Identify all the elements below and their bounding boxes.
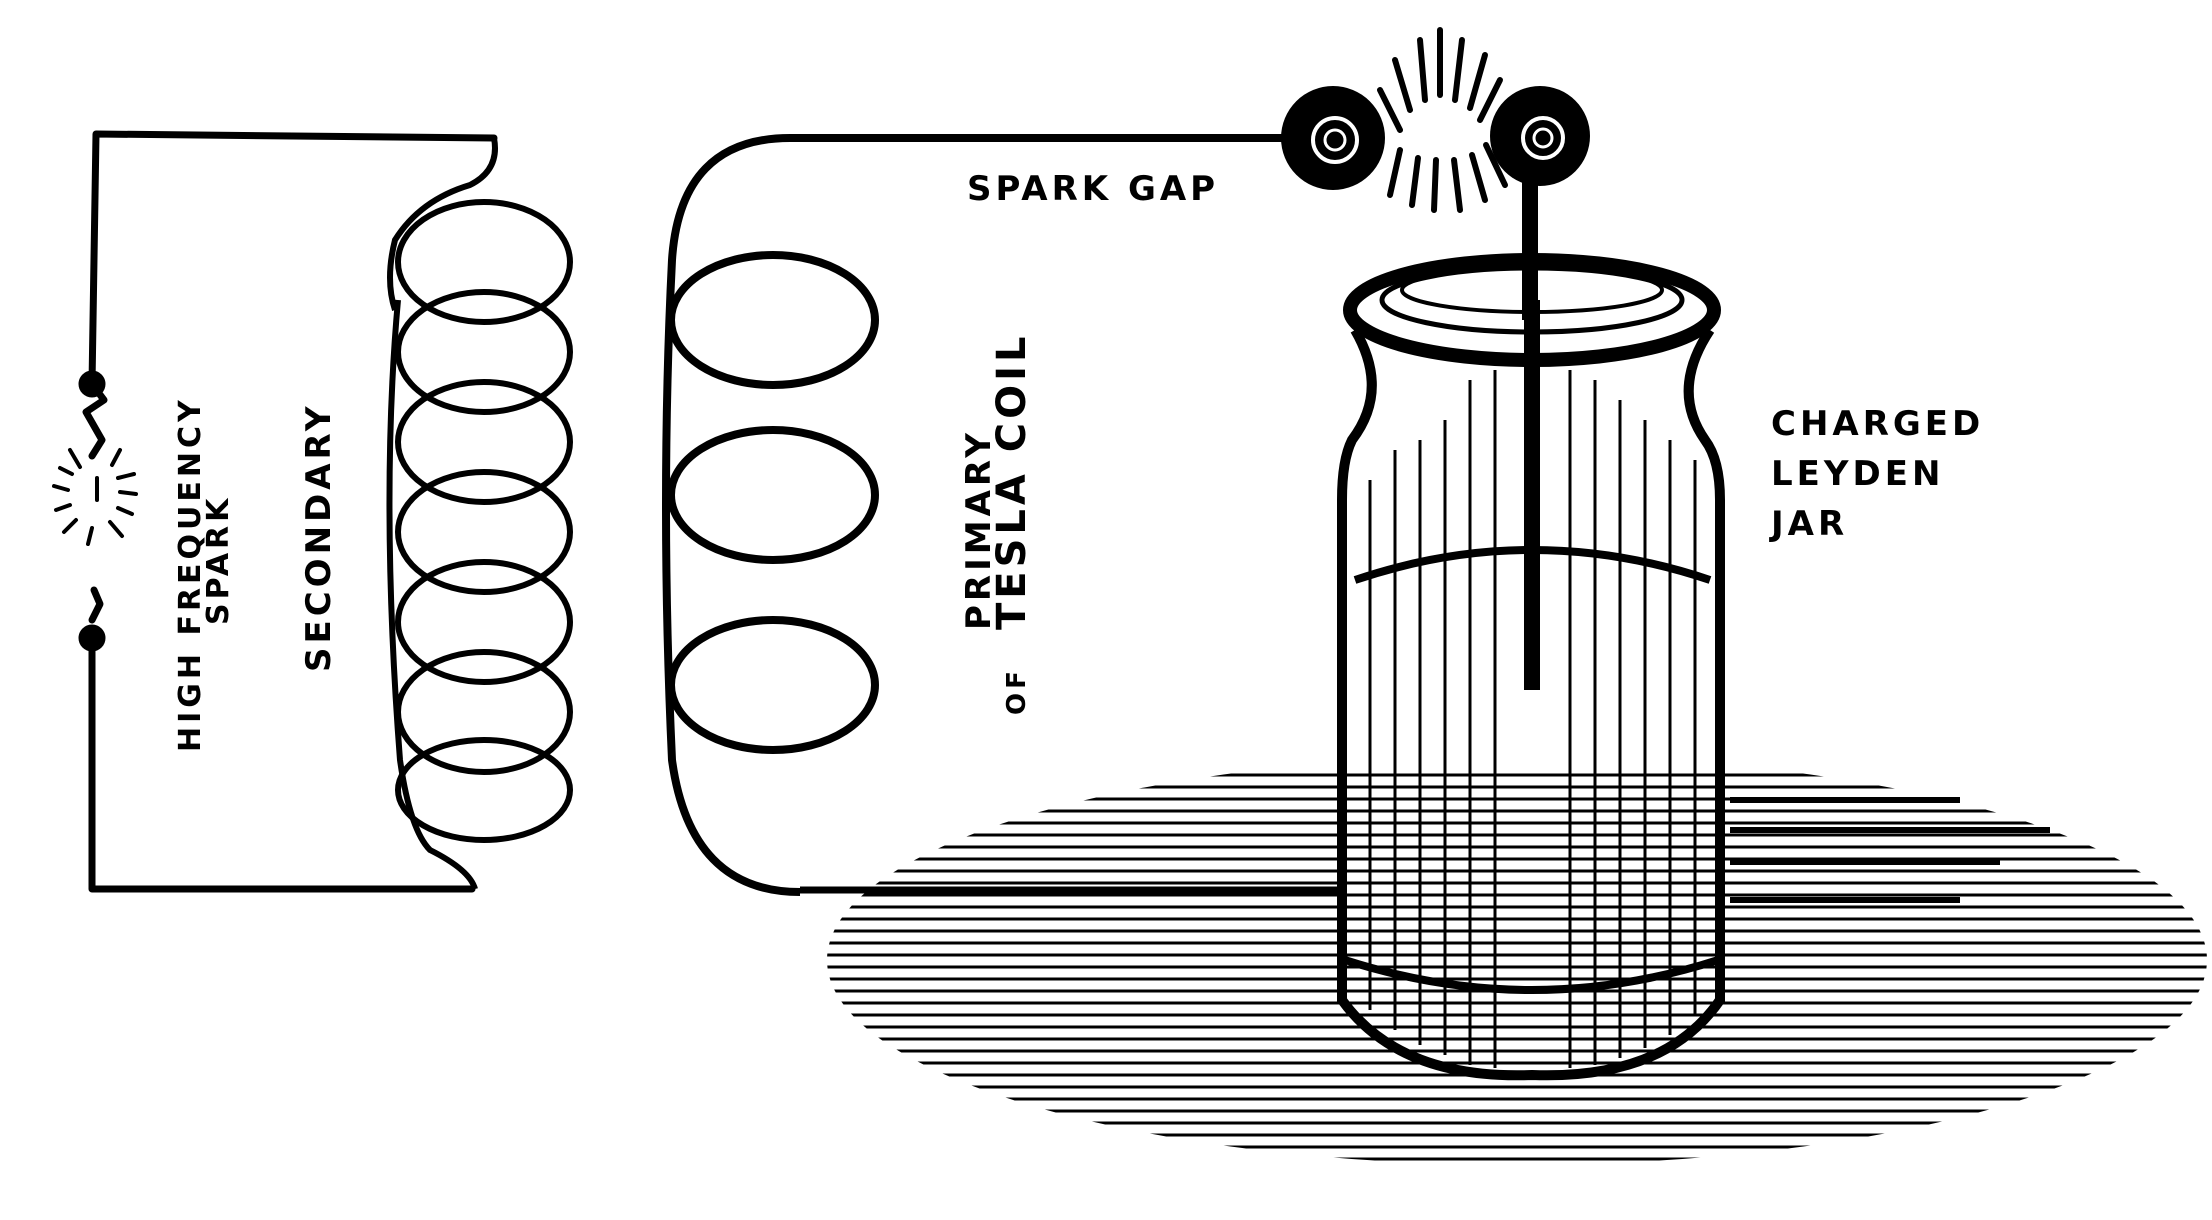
secondary-coil: [386, 137, 573, 891]
spark-gap: [1281, 27, 1590, 320]
spark-rays-icon: [1377, 27, 1508, 213]
spark-burst-icon: [52, 448, 138, 546]
secondary-label: SECONDARY: [299, 402, 339, 672]
leyden-jar: [1337, 253, 1725, 1081]
high-frequency-spark-circuit: [52, 130, 498, 893]
spark-gap-label: SPARK GAP: [967, 169, 1219, 209]
spark-label: SPARK: [201, 495, 236, 625]
primary-label: PRIMARY: [959, 429, 999, 630]
high-frequency-label: HIGH FREQUENCY: [173, 396, 208, 752]
tesla-coil-label: TESLA COIL: [989, 332, 1035, 630]
leyden-jar-label-line2: LEYDEN: [1771, 454, 1944, 494]
leyden-jar-label-line3: JAR: [1769, 504, 1848, 544]
primary-coil: [662, 134, 1290, 896]
of-label: OF: [1002, 667, 1032, 715]
leyden-jar-label-line1: CHARGED: [1771, 404, 1984, 444]
table-shadow: [800, 773, 2207, 1161]
